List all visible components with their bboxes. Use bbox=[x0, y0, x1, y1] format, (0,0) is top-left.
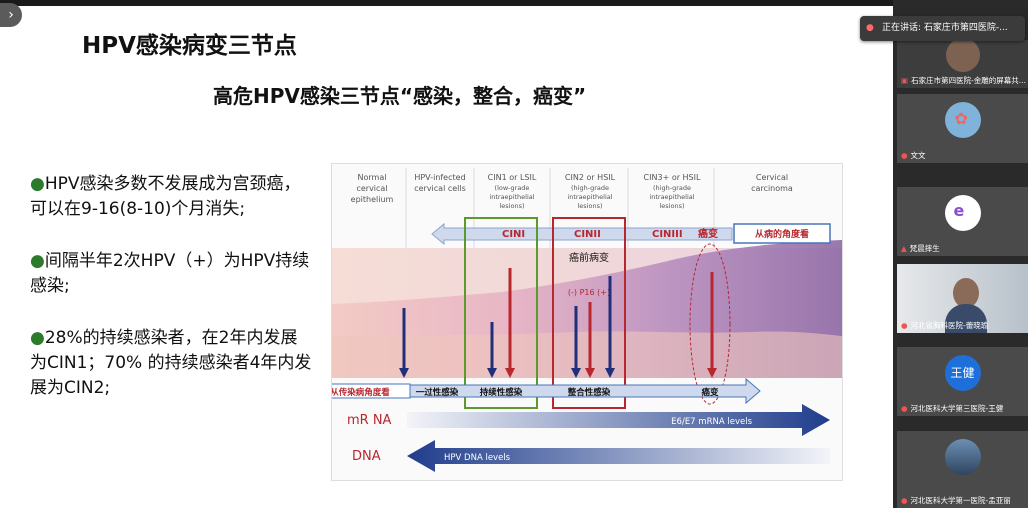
flower-icon: ✿ bbox=[954, 109, 968, 128]
mrna-levels-text: E6/E7 mRNA levels bbox=[671, 417, 752, 427]
participant-name: ●河北医科大学第三医院-王健 bbox=[901, 404, 1004, 413]
avatar: e bbox=[944, 195, 981, 231]
integration-infection-label: 整合性感染 bbox=[568, 387, 611, 398]
participant-tile[interactable]: 王健 ●河北医科大学第三医院-王健 bbox=[897, 347, 1028, 416]
slide: › HPV感染病变三节点 高危HPV感染三节点“感染，整合，癌变” ●HPV感染… bbox=[0, 0, 893, 508]
microphone-icon: ● bbox=[866, 23, 874, 33]
dna-arrow bbox=[407, 440, 830, 472]
avatar: 王健 bbox=[944, 355, 981, 391]
participant-tile[interactable]: e ▲梵晨摔生 bbox=[897, 187, 1028, 256]
bullet-item: ●28%的持续感染者，在2年内发展为CIN1；70% 的持续感染者4年内发展为C… bbox=[30, 328, 312, 398]
transient-infection-label: 一过性感染 bbox=[416, 387, 459, 398]
participant-tile[interactable]: ●河北省胸科医院-蕾晓瑜 bbox=[897, 264, 1028, 333]
participant-tile[interactable]: ●河北医科大学第一医院-孟亚丽 bbox=[897, 431, 1028, 508]
mrna-arrow bbox=[407, 404, 830, 436]
cin3-label: CINIII bbox=[652, 229, 683, 240]
cin1-highlight-box bbox=[464, 217, 538, 409]
slide-subtitle: 高危HPV感染三节点“感染，整合，癌变” bbox=[213, 84, 587, 108]
bullet-list: ●HPV感染多数不发展成为宫颈癌，可以在9-16(8-10)个月消失; ●间隔半… bbox=[30, 172, 312, 428]
dna-levels-text: HPV DNA levels bbox=[444, 453, 511, 463]
p16-label: (-) P16 (+) bbox=[568, 288, 610, 297]
participant-tile[interactable]: ✿ ●文文 bbox=[897, 94, 1028, 163]
cancer-stage-label: 癌变 bbox=[701, 387, 719, 398]
avatar: ✿ bbox=[944, 102, 981, 138]
top-bar bbox=[0, 0, 893, 6]
participant-name: ▲梵晨摔生 bbox=[901, 244, 940, 253]
participant-name: ●河北省胸科医院-蕾晓瑜 bbox=[901, 321, 989, 330]
infection-view-label: 从传染病角度看 bbox=[332, 387, 390, 398]
video-person bbox=[953, 278, 979, 308]
active-speaker-indicator: ●正在讲话: 石家庄市第四医院-... bbox=[860, 16, 1025, 41]
avatar bbox=[945, 40, 980, 72]
avatar bbox=[944, 439, 981, 475]
participant-name: ●河北医科大学第一医院-孟亚丽 bbox=[901, 496, 1011, 505]
pathology-view-label: 从病的角度看 bbox=[755, 228, 809, 240]
persistent-infection-label: 持续性感染 bbox=[480, 387, 523, 398]
precancer-label: 癌前病变 bbox=[569, 251, 609, 264]
mrna-label: mR NA bbox=[347, 413, 392, 428]
cin2-label: CINII bbox=[574, 229, 601, 240]
chevron-right-icon[interactable]: › bbox=[0, 3, 22, 27]
cancer-label: 癌变 bbox=[698, 227, 718, 240]
slide-title: HPV感染病变三节点 bbox=[82, 33, 297, 59]
cancer-ellipse bbox=[689, 243, 731, 405]
participant-tile[interactable]: ▣石家庄市第四医院-金雕的屏幕共... bbox=[897, 40, 1028, 88]
logo-icon: e bbox=[953, 201, 965, 220]
dna-label: DNA bbox=[352, 449, 381, 464]
cin2-highlight-box bbox=[552, 217, 626, 409]
bullet-item: ●HPV感染多数不发展成为宫颈癌，可以在9-16(8-10)个月消失; bbox=[30, 174, 301, 219]
participant-name: ▣石家庄市第四医院-金雕的屏幕共... bbox=[901, 76, 1026, 85]
bullet-item: ●间隔半年2次HPV（+）为HPV持续感染; bbox=[30, 251, 310, 296]
cin1-label: CINI bbox=[502, 229, 525, 240]
participant-name: ●文文 bbox=[901, 151, 926, 160]
